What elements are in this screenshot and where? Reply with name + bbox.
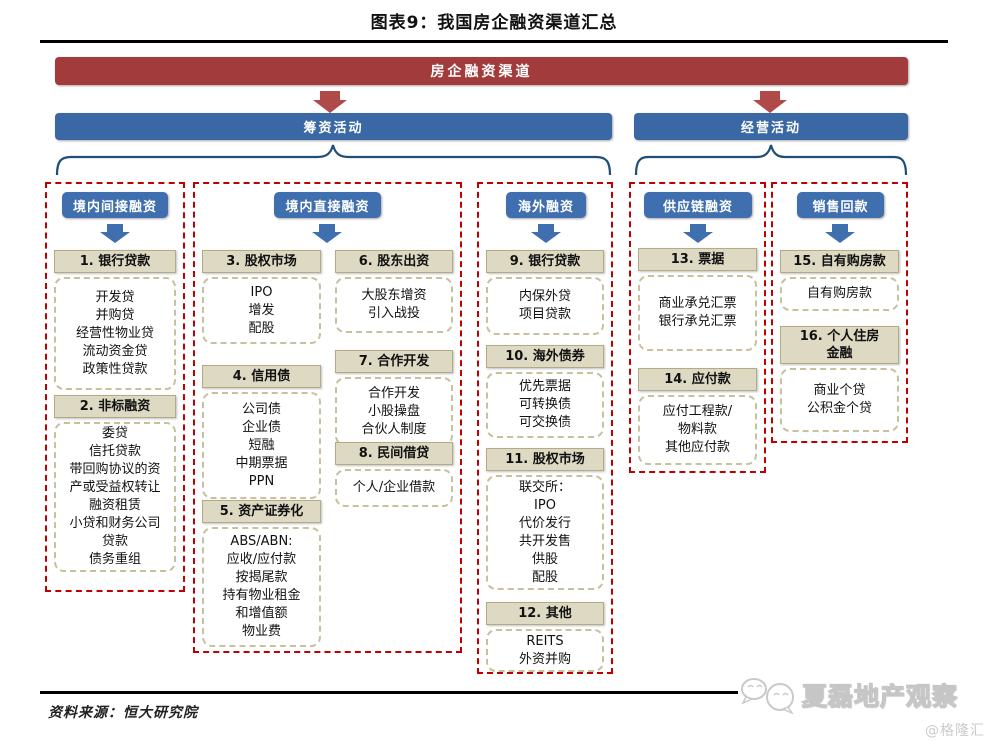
group-items: 应付工程款/ 物料款 其他应付款 xyxy=(638,395,757,465)
column-frame-sales xyxy=(771,182,908,443)
operating-activity-bar: 经营活动 xyxy=(634,113,908,140)
group-title: 15. 自有购房款 xyxy=(780,250,899,273)
group-items: 个人/企业借款 xyxy=(335,469,453,507)
group-items: 自有购房款 xyxy=(780,277,899,311)
group-items: ABS/ABN: 应收/应付款 按揭尾款 持有物业租金 和增值额 物业费 xyxy=(202,527,321,647)
group-title: 14. 应付款 xyxy=(638,368,757,391)
column-frame-overseas xyxy=(477,182,613,674)
group-items: 联交所： IPO 代价发行 共开发售 供股 配股 xyxy=(486,475,604,590)
group-items: 合作开发 小股操盘 合伙人制度 xyxy=(335,377,453,446)
group-title: 2. 非标融资 xyxy=(54,395,176,418)
column-header-overseas: 海外融资 xyxy=(506,192,586,218)
brace-left xyxy=(55,144,612,176)
group-title: 5. 资产证券化 xyxy=(202,500,321,523)
group-title: 1. 银行贷款 xyxy=(54,250,176,273)
group-items: 商业个贷 公积金个贷 xyxy=(780,368,899,432)
brand-name: 夏磊地产观察 xyxy=(801,681,959,711)
column-frame-domestic-direct xyxy=(193,182,462,653)
group-items: 公司债 企业债 短融 中期票据 PPN xyxy=(202,392,321,499)
group-title: 7. 合作开发 xyxy=(335,350,453,373)
chat-bubbles-icon xyxy=(741,678,794,714)
group-title: 11. 股权市场 xyxy=(486,448,604,471)
arrow-down-icon xyxy=(825,224,855,243)
group-title: 12. 其他 xyxy=(486,602,604,625)
group-title: 13. 票据 xyxy=(638,248,757,271)
group-items: REITS 外资并购 xyxy=(486,629,604,672)
figure-title: 图表9：我国房企融资渠道汇总 xyxy=(370,13,618,33)
arrow-down-icon xyxy=(313,91,347,113)
column-header-sales: 销售回款 xyxy=(797,192,884,218)
group-items: 大股东增资 引入战投 xyxy=(335,277,453,333)
group-title: 9. 银行贷款 xyxy=(486,250,604,273)
root-channel-bar: 房企融资渠道 xyxy=(55,57,908,85)
column-frame-domestic-indirect xyxy=(45,182,185,592)
arrow-down-icon xyxy=(531,224,561,243)
arrow-down-icon xyxy=(312,224,342,243)
group-title: 10. 海外债券 xyxy=(486,345,604,368)
group-items: 委贷 信托贷款 带回购协议的资 产或受益权转让 融资租赁 小贷和财务公司 贷款 … xyxy=(54,422,176,572)
source-note: 资料来源：恒大研究院 xyxy=(48,705,198,721)
arrow-down-icon xyxy=(100,224,130,243)
brace-right xyxy=(634,144,908,176)
group-items: IPO 增发 配股 xyxy=(202,277,321,344)
group-title: 16. 个人住房 金融 xyxy=(780,326,899,364)
arrow-down-icon xyxy=(683,224,713,243)
column-header-domestic-direct: 境内直接融资 xyxy=(274,192,381,218)
column-header-domestic-indirect: 境内间接融资 xyxy=(62,192,168,218)
bottom-rule xyxy=(40,691,948,694)
group-items: 内保外贷 项目贷款 xyxy=(486,277,604,335)
group-title: 4. 信用债 xyxy=(202,365,321,388)
column-frame-supply-chain xyxy=(629,182,766,473)
group-title: 3. 股权市场 xyxy=(202,250,321,273)
group-title: 6. 股东出资 xyxy=(335,250,453,273)
group-items: 优先票据 可转换债 可交换债 xyxy=(486,372,604,438)
brand-logo: 夏磊地产观察 xyxy=(738,674,966,716)
column-header-supply-chain: 供应链融资 xyxy=(644,192,752,218)
group-title: 8. 民间借贷 xyxy=(335,442,453,465)
watermark: @格隆汇 xyxy=(925,723,985,739)
financing-activity-bar: 筹资活动 xyxy=(55,113,612,140)
group-items: 商业承兑汇票 银行承兑汇票 xyxy=(638,275,757,351)
top-rule xyxy=(40,40,948,43)
arrow-down-icon xyxy=(753,91,787,113)
group-items: 开发贷 并购贷 经营性物业贷 流动资金贷 政策性贷款 xyxy=(54,277,176,390)
